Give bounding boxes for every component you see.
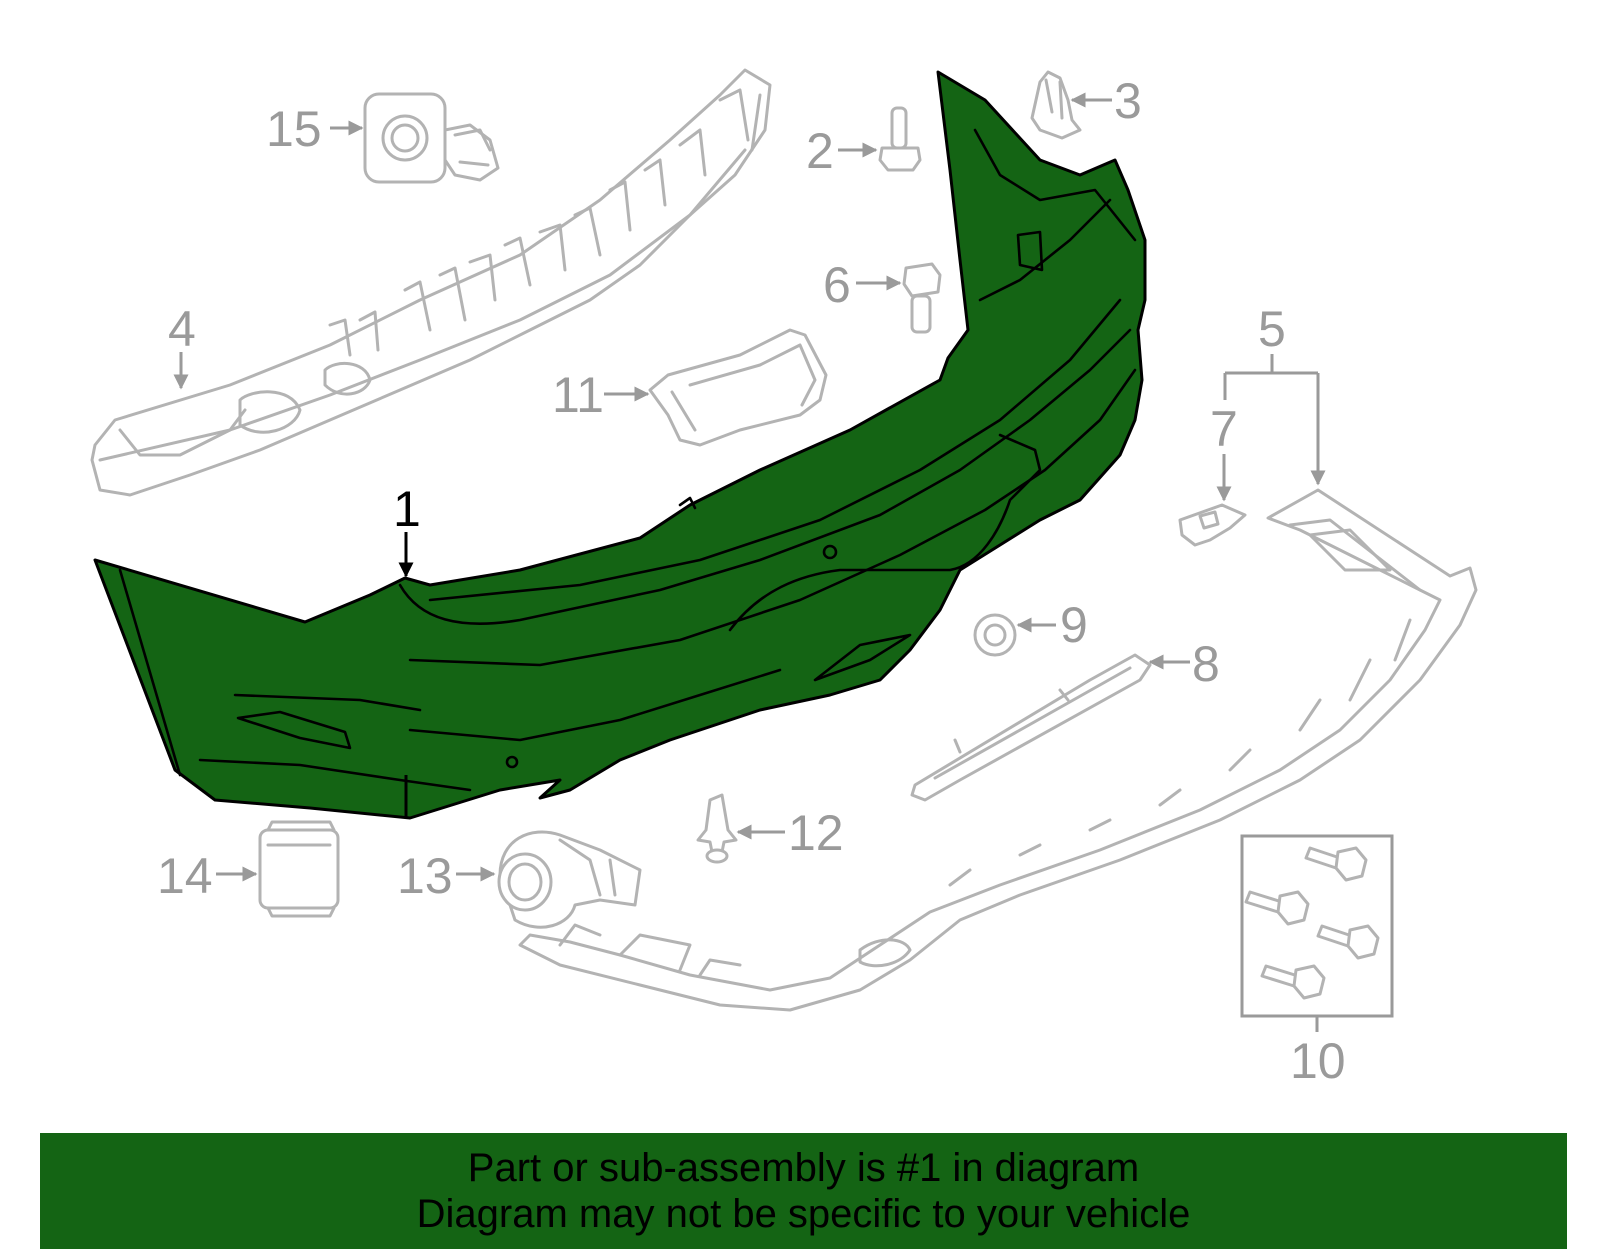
callout-13-label: 13 <box>397 848 453 904</box>
callout-8-label: 8 <box>1192 636 1220 692</box>
callout-9: 9 <box>1016 597 1088 653</box>
callout-8: 8 <box>1148 636 1220 692</box>
bolt-kit-bolt-3 <box>1316 924 1380 960</box>
banner-line-1: Part or sub-assembly is #1 in diagram <box>467 1146 1140 1190</box>
bolt-kit-bolt-4 <box>1260 964 1326 1000</box>
callout-5: 5 <box>1223 301 1326 486</box>
trim-strip-8-part[interactable] <box>910 653 1152 802</box>
callout-14: 14 <box>157 848 258 904</box>
callout-14-label: 14 <box>157 848 213 904</box>
bolt-kit-bolt-1 <box>1304 846 1368 882</box>
callout-15-label: 15 <box>266 101 322 157</box>
module-14-part[interactable] <box>258 820 340 918</box>
banner-line-2: Diagram may not be specific to your vehi… <box>416 1192 1191 1236</box>
lower-valance-part[interactable] <box>518 488 1478 1012</box>
bolt-2-part[interactable] <box>878 106 922 172</box>
callout-12-label: 12 <box>788 805 844 861</box>
bumper-cover-part[interactable] <box>93 70 1147 820</box>
callout-7-label: 7 <box>1210 401 1238 457</box>
grommet-9-part[interactable] <box>973 613 1017 657</box>
bolt-kit-bolt-2 <box>1244 890 1310 926</box>
callout-2: 2 <box>806 123 878 179</box>
disclaimer-banner: Part or sub-assembly is #1 in diagram Di… <box>40 1133 1567 1249</box>
push-pin-12-part[interactable] <box>696 793 738 864</box>
bolt-6-part[interactable] <box>902 262 942 334</box>
callout-7: 7 <box>1210 401 1238 502</box>
callout-5-label: 5 <box>1258 301 1286 357</box>
clip-3-part[interactable] <box>1030 70 1082 140</box>
callout-4-label: 4 <box>168 301 196 357</box>
callout-4: 4 <box>168 301 196 390</box>
callout-9-label: 9 <box>1060 597 1088 653</box>
callout-10-label: 10 <box>1290 1033 1346 1089</box>
callout-15: 15 <box>266 101 364 157</box>
bolt-kit-10-part[interactable] <box>1240 834 1394 1018</box>
callout-6-label: 6 <box>823 257 851 313</box>
callout-12: 12 <box>736 805 844 861</box>
callout-3-label: 3 <box>1114 73 1142 129</box>
callout-11-label: 11 <box>552 367 604 423</box>
callout-1-label: 1 <box>393 481 421 537</box>
callout-11: 11 <box>552 367 650 423</box>
callout-13: 13 <box>397 848 496 904</box>
callout-2-label: 2 <box>806 123 834 179</box>
callout-6: 6 <box>823 257 902 313</box>
callout-3: 3 <box>1070 73 1142 129</box>
callout-10: 10 <box>1290 1016 1346 1089</box>
sensor-bracket-part[interactable] <box>363 92 500 184</box>
callout-1: 1 <box>393 481 421 818</box>
energy-absorber-part[interactable] <box>90 68 772 497</box>
parking-sensor-13-part[interactable] <box>497 830 642 929</box>
clip-7-part[interactable] <box>1178 503 1247 547</box>
bracket-11-part[interactable] <box>648 328 828 447</box>
